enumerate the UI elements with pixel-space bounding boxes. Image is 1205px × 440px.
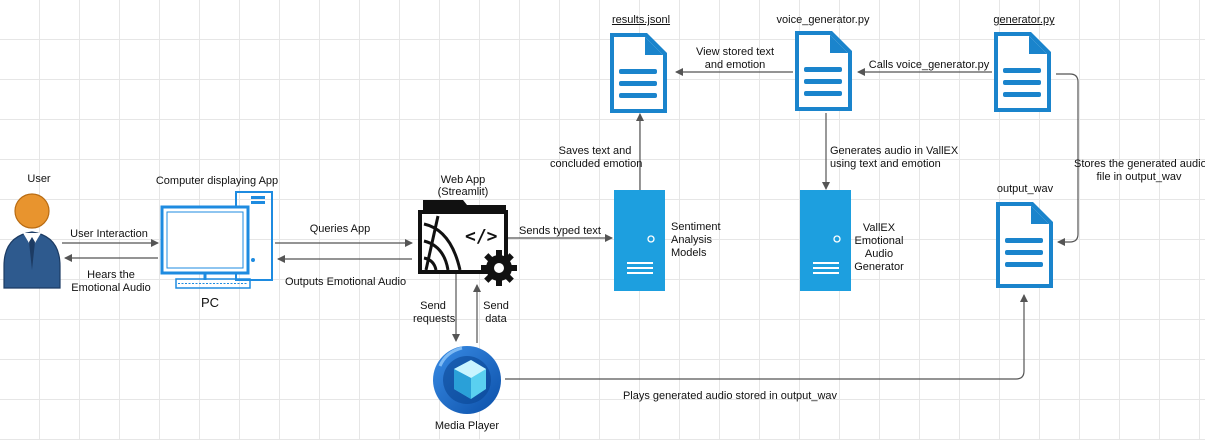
- edge-label-send-requests-2: requests: [413, 313, 456, 325]
- vallex-server-icon: [800, 190, 851, 291]
- user-label: User: [27, 173, 51, 185]
- output-wav-label: output_wav: [996, 183, 1054, 195]
- edge-label-queries-app: Queries App: [309, 223, 371, 235]
- edge-label-plays: Plays generated audio stored in output_w…: [622, 390, 838, 402]
- vallex-label-4: Generator: [854, 261, 904, 273]
- edge-label-calls-voice: Calls voice_generator.py: [868, 59, 990, 71]
- edge-label-view-1: View stored text: [695, 46, 775, 58]
- vallex-label-3: Audio: [864, 248, 894, 260]
- results-doc-icon: [610, 33, 667, 113]
- voice-generator-doc-icon: [795, 31, 852, 111]
- output-wav-doc-icon: [996, 202, 1053, 288]
- voice-generator-label: voice_generator.py: [776, 14, 870, 26]
- edge-label-saves-2: concluded emotion: [550, 158, 643, 170]
- user-icon: [3, 193, 61, 289]
- results-label: results.jsonl: [611, 14, 671, 26]
- media-player-label: Media Player: [434, 420, 500, 432]
- edge-label-user-interaction: User Interaction: [70, 228, 148, 240]
- generator-label: generator.py: [993, 14, 1055, 26]
- edge-label-send-data-2: data: [485, 313, 507, 325]
- edge-label-sends-typed: Sends typed text: [519, 225, 601, 237]
- web-app-label-1: Web App: [440, 174, 486, 186]
- sentiment-label-1: Sentiment: [671, 221, 721, 233]
- edge-label-stores-1: Stores the generated audio: [1074, 158, 1205, 170]
- computer-title-label: Computer displaying App: [155, 175, 279, 187]
- edge-label-send-requests-1: Send: [420, 300, 446, 312]
- edge-label-outputs-audio: Outputs Emotional Audio: [285, 276, 407, 288]
- media-player-icon: [433, 346, 501, 414]
- svg-text:</>: </>: [465, 226, 498, 247]
- pc-label: PC: [200, 295, 220, 310]
- edge-label-hears-1: Hears the: [87, 269, 135, 281]
- sentiment-label-3: Models: [671, 247, 707, 259]
- edge-stores-output: [1056, 73, 1079, 246]
- web-app-icon: </>: [418, 200, 517, 286]
- edge-plays-audio: [505, 294, 1028, 380]
- vallex-label-2: Emotional: [854, 235, 904, 247]
- generator-doc-icon: [994, 32, 1051, 112]
- edges: [62, 68, 1079, 380]
- edge-label-view-2: and emotion: [704, 59, 766, 71]
- web-app-label-2: (Streamlit): [437, 186, 489, 198]
- edge-label-hears-2: Emotional Audio: [71, 282, 151, 294]
- edge-label-send-data-1: Send: [483, 300, 509, 312]
- edge-label-gen-audio-2: using text and emotion: [830, 158, 941, 170]
- sentiment-label-2: Analysis: [671, 234, 712, 246]
- edge-label-stores-2: file in output_wav: [1096, 171, 1182, 183]
- sentiment-server-icon: [614, 190, 665, 291]
- edge-label-saves-1: Saves text and: [558, 145, 632, 157]
- edge-label-gen-audio-1: Generates audio in VallEX: [830, 145, 959, 157]
- vallex-label-1: VallEX: [862, 222, 896, 234]
- computer-icon: [160, 191, 273, 289]
